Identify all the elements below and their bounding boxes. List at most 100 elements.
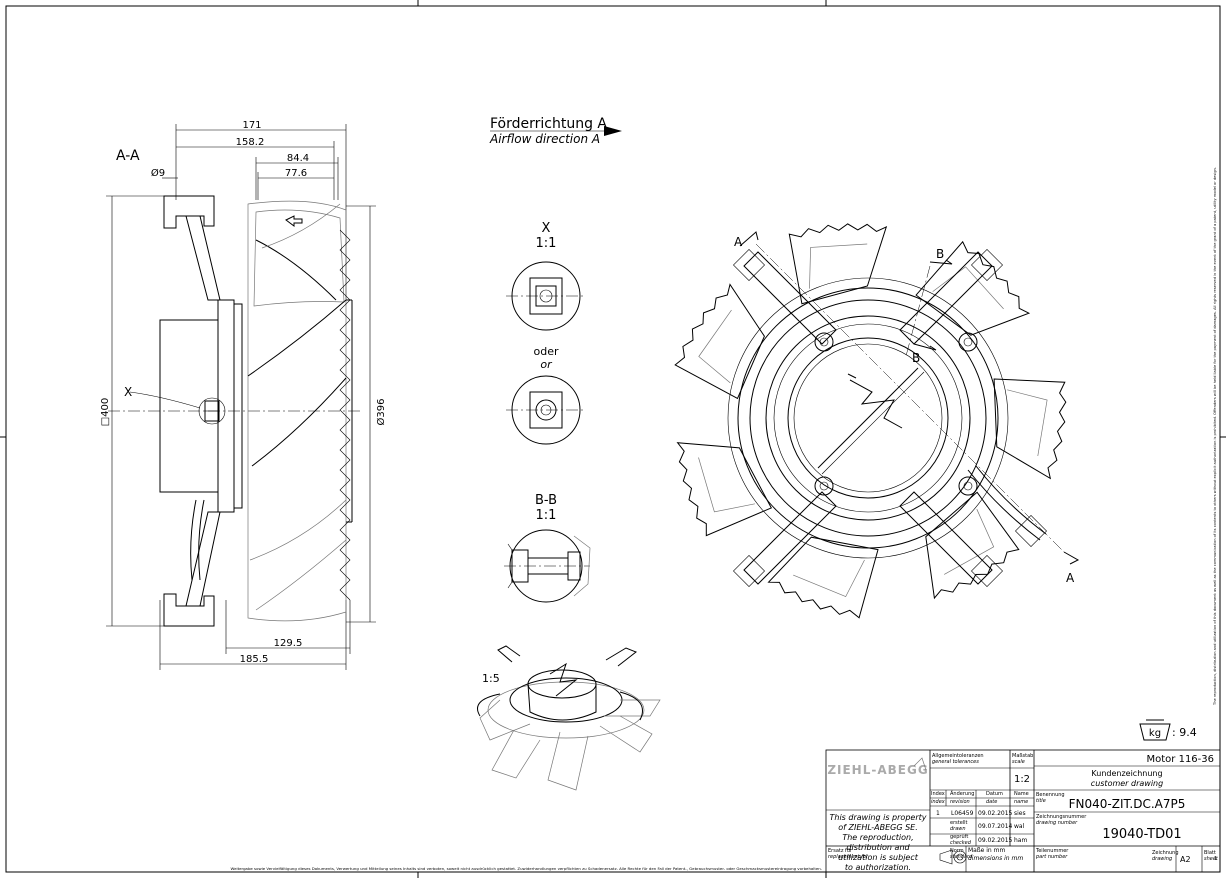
rev-revision-de: Änderung [950, 790, 974, 797]
blade-inner-line [932, 266, 1004, 310]
part-number-de: Teilenummer [1035, 848, 1069, 854]
rev-index-en: index [931, 799, 945, 805]
property-line-1: This drawing is property [830, 813, 927, 822]
ziehl-abegg-logo: ZIEHL-ABEGG [827, 763, 928, 777]
rev-row-date: 09.02.2015 [978, 810, 1013, 817]
detail-bb-scale: 1:1 [536, 508, 557, 523]
drawn-name: wal [1014, 823, 1025, 830]
detail-x-marker: X [124, 385, 132, 399]
property-line-4: distribution and [846, 843, 910, 852]
dim-77-6: 77.6 [285, 168, 307, 179]
blade-inner-line [698, 457, 755, 513]
airflow-de: Förderrichtung A [490, 116, 607, 132]
projection-symbol-icon [939, 849, 967, 865]
blade-inner-line [793, 559, 865, 598]
blade-inner-line [1007, 389, 1048, 457]
norm-de: Norm [950, 848, 964, 854]
sheet-en: sheet [1204, 856, 1219, 862]
drawing-size-en: drawing [1152, 856, 1172, 862]
impeller-blade [788, 223, 888, 305]
sheet-de: Blatt [1204, 850, 1216, 856]
blade-inner-line [698, 309, 732, 384]
scale-de: Maßstab [1012, 753, 1033, 759]
cut-a-bottom: A [1066, 571, 1075, 585]
checked-name: ham [1014, 837, 1027, 844]
detail-bb-title: B-B [535, 493, 557, 508]
rev-index-de: Index [931, 791, 945, 797]
rev-row-name: sies [1014, 810, 1026, 817]
impeller-blade [767, 536, 879, 619]
replacement-de: Ersatz für [828, 848, 853, 854]
part-number-en: part number [1035, 854, 1068, 860]
rev-name-en: name [1014, 799, 1028, 805]
dim-phi-9: Ø9 [151, 167, 165, 179]
impeller-blade [915, 240, 1031, 336]
property-line-3: The reproduction, [842, 833, 913, 842]
front-view: A A B B [674, 223, 1080, 619]
rev-revision-en: revision [950, 799, 970, 805]
weight-value: : 9.4 [1172, 726, 1197, 739]
dim-square-400: □400 [100, 398, 111, 427]
drawing-number-value: 19040-TD01 [1102, 827, 1181, 842]
dim-158-2: 158.2 [236, 137, 265, 148]
detail-x-scale: 1:1 [536, 236, 557, 251]
side-copyright: The reproduction, distribution and utili… [1213, 167, 1217, 706]
detail-b-b: B-B 1:1 [504, 493, 591, 603]
dim-171: 171 [242, 120, 261, 131]
or-label: or [540, 358, 553, 371]
scale-value: 1:2 [1014, 774, 1030, 785]
norm-en: standard [950, 854, 973, 860]
drawn-en: drawn [950, 826, 966, 832]
weight-indicator: kg : 9.4 [1139, 719, 1197, 741]
footer-copyright: Weitergabe sowie Vervielfältigung dieses… [231, 866, 822, 871]
checked-en: checked [950, 840, 972, 846]
checked-date: 09.02.2015 [978, 837, 1013, 844]
property-line-5: utilization is subject [838, 853, 919, 862]
property-notice: This drawing is property of ZIEHL-ABEGG … [830, 813, 927, 872]
rev-row-index: 1 [936, 810, 940, 817]
detail-x-title: X [542, 221, 551, 236]
dim-129-5: 129.5 [274, 638, 303, 649]
title-en: title [1036, 798, 1046, 804]
airflow-en: Airflow direction A [489, 132, 600, 146]
iso-scale: 1:5 [482, 672, 500, 685]
drawn-de: erstellt [950, 820, 968, 826]
section-aa-label: A-A [116, 148, 140, 164]
dim-185-5: 185.5 [240, 654, 269, 665]
sheet-value: 1 [1214, 856, 1217, 862]
revision-row: 1 L06459 09.02.2015 sies [936, 810, 1026, 817]
cut-b-bottom: B [912, 351, 920, 365]
title-block: ZIEHL-ABEGG Allgemeintoleranzen general … [825, 749, 1221, 873]
drawing-number-en: drawing number [1036, 820, 1078, 826]
replacement-en: replacement for [828, 854, 869, 860]
dimensions-mm-en: dimensions in mm [968, 855, 1023, 862]
drawing-size-value: A2 [1180, 855, 1191, 864]
scale-en: scale [1012, 759, 1025, 765]
dimensions-mm-de: Maße in mm [968, 847, 1005, 854]
cut-a-top: A [734, 235, 743, 249]
drawing-type-de: Kundenzeichnung [1091, 769, 1162, 778]
oder-label: oder [533, 345, 558, 358]
dim-phi-396: Ø396 [375, 399, 387, 426]
property-line-6: to authorization. [845, 863, 911, 872]
weight-unit: kg [1149, 728, 1161, 739]
checked-de: geprüft [950, 834, 968, 840]
airflow-direction: Förderrichtung A Airflow direction A [489, 116, 622, 146]
blade-inner-line [809, 243, 868, 289]
rev-row-revision: L06459 [951, 810, 974, 817]
motor-label: Motor 116-36 [1147, 754, 1215, 765]
title-de: Benennung [1036, 792, 1065, 798]
rev-date-en: date [986, 799, 997, 805]
rev-date-de: Datum [986, 791, 1003, 797]
revision-headers: Index index Änderung revision Datum date… [931, 790, 1029, 805]
impeller-blade [993, 378, 1067, 480]
property-line-2: of ZIEHL-ABEGG SE. [838, 823, 918, 832]
isometric-view: 1:5 [477, 645, 661, 791]
drawing-size-de: Zeichnung [1152, 850, 1179, 856]
detail-x: X 1:1 oder or [506, 221, 586, 445]
rev-name-de: Name [1014, 791, 1029, 797]
general-tolerances-de: Allgemeintoleranzen [932, 753, 984, 759]
drawing-number-de: Zeichnungsnummer [1036, 814, 1087, 820]
